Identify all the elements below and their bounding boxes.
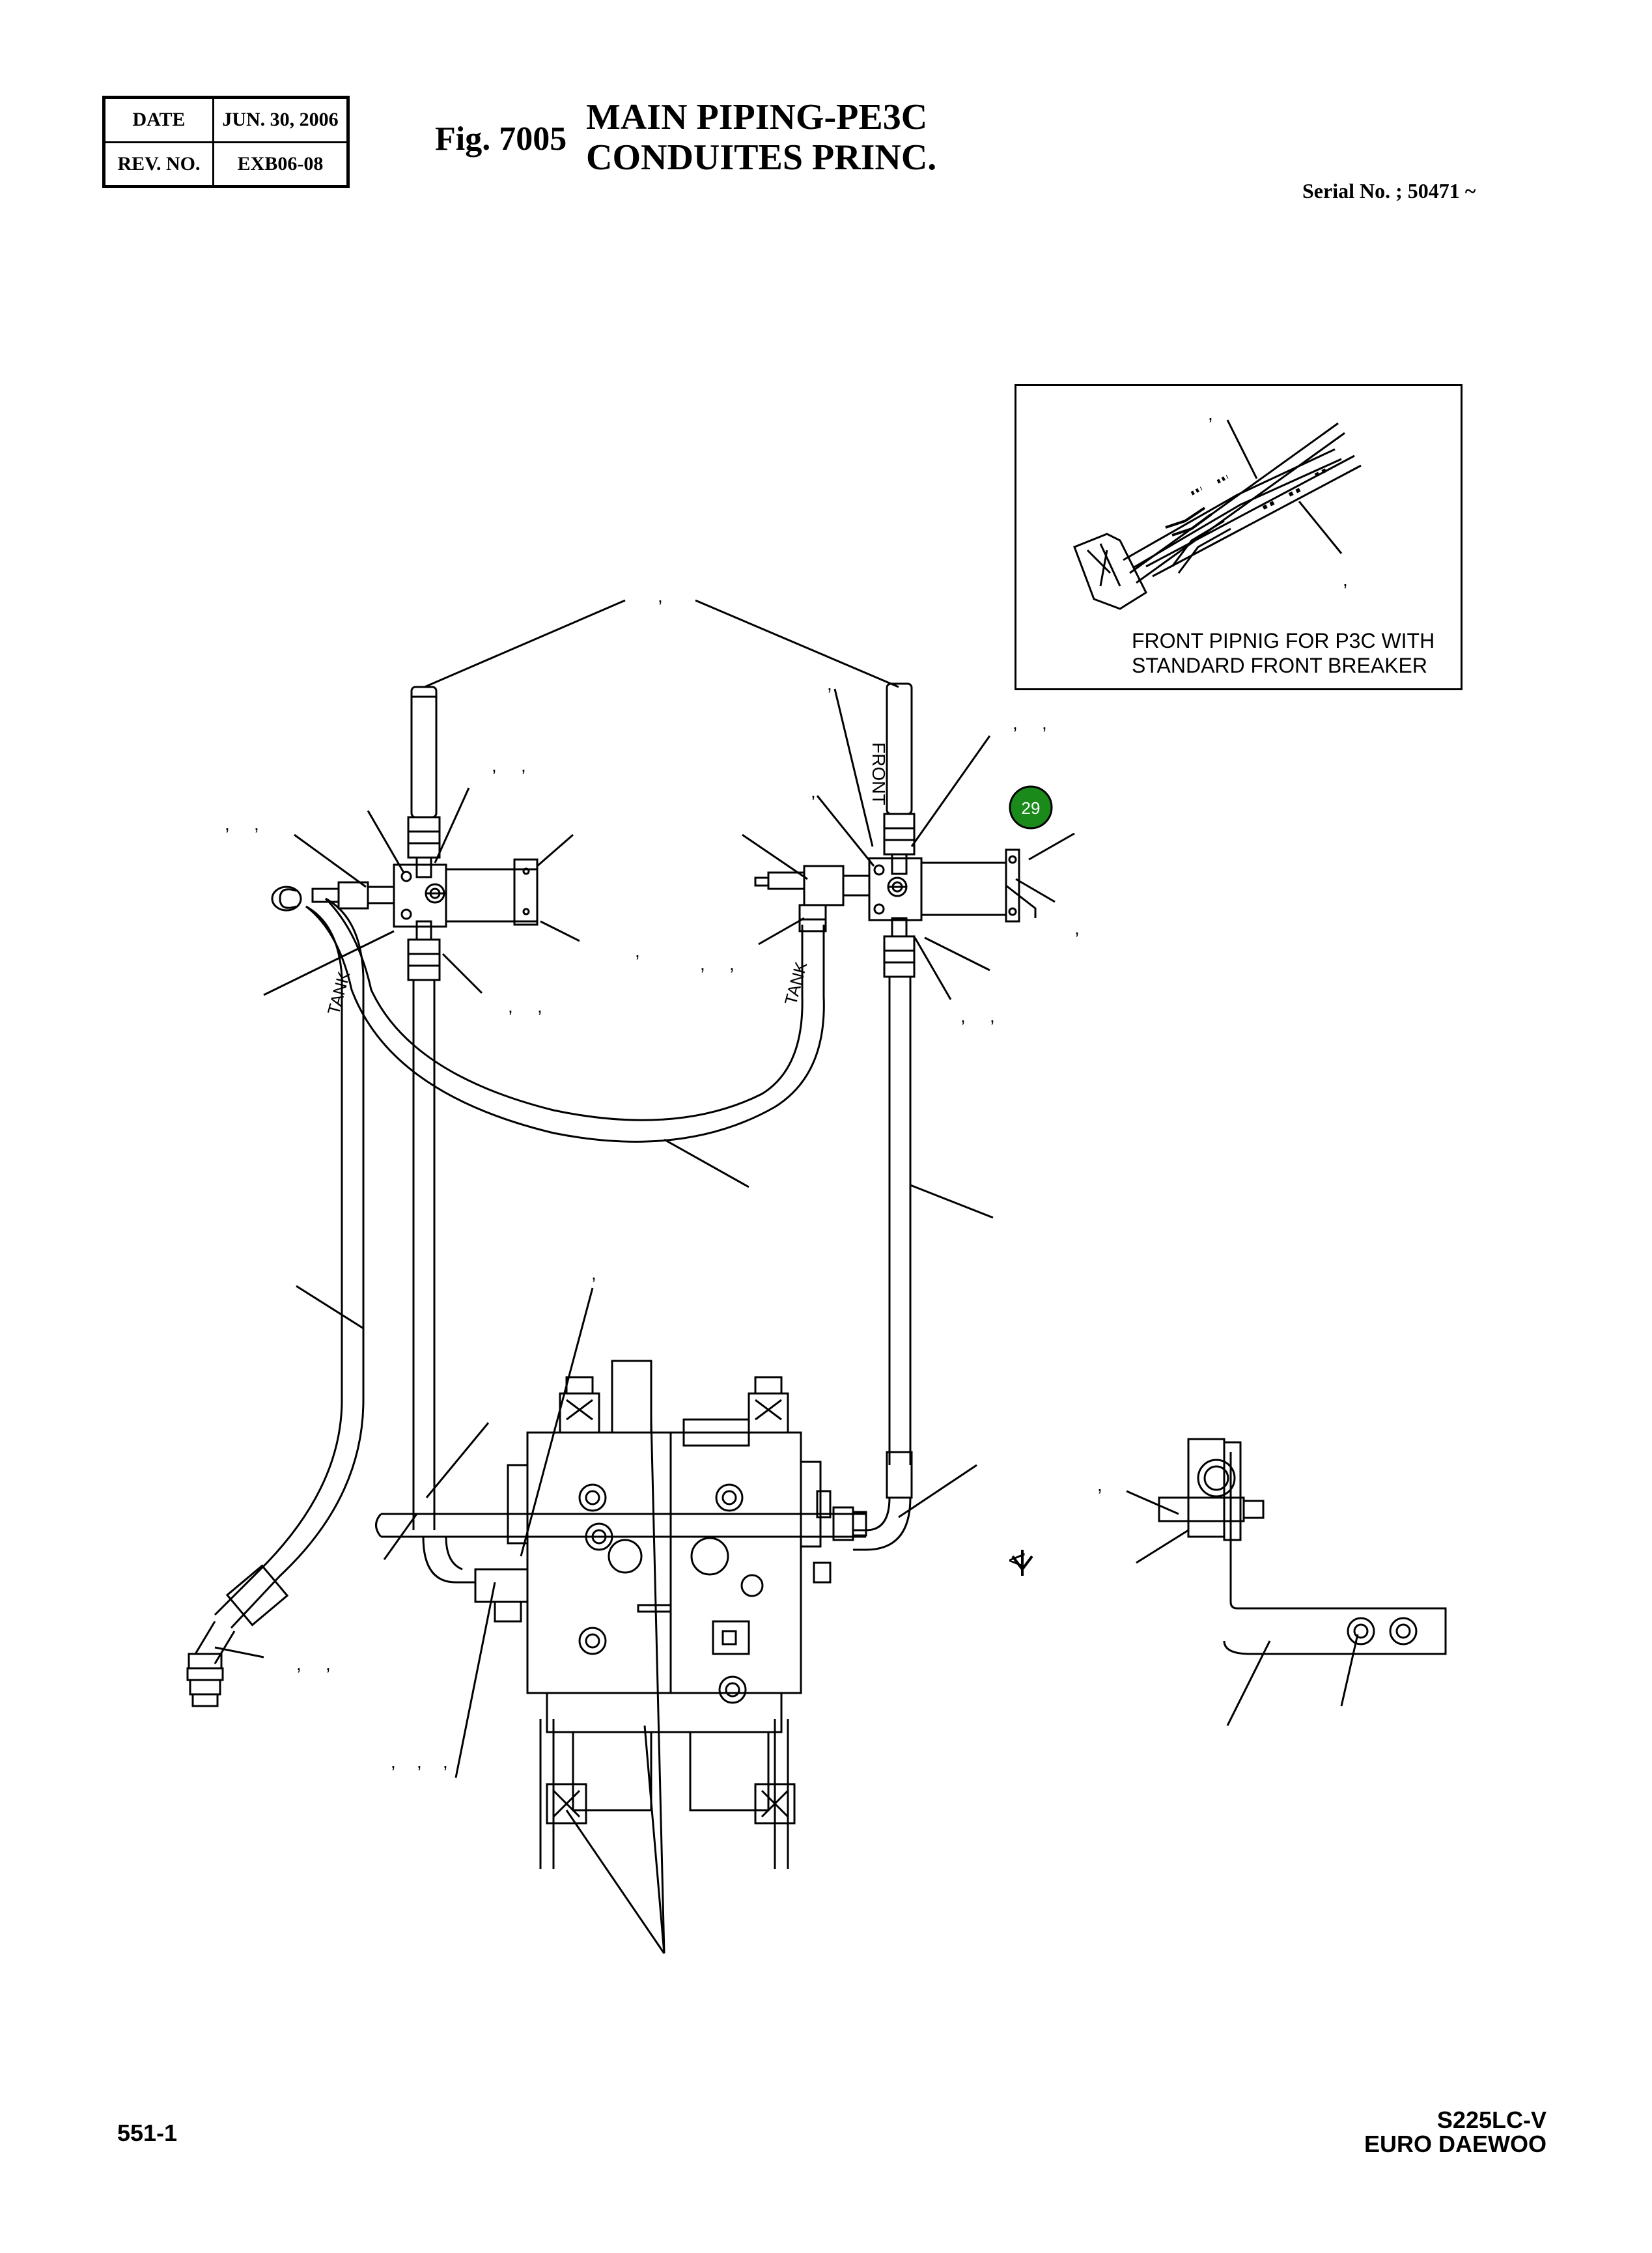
label-tank-right: TANK — [781, 959, 811, 1007]
date-label: DATE — [103, 96, 214, 143]
left-valve-block — [271, 858, 539, 928]
svg-text:,: , — [700, 954, 705, 974]
callout-separators: , , , , , , , , , , , , , , , , , , , , … — [225, 404, 1348, 1772]
svg-text:,: , — [254, 814, 259, 834]
svg-text:,: , — [1013, 713, 1018, 733]
svg-text:,: , — [508, 996, 513, 1016]
callout-29-label: 29 — [1022, 798, 1041, 818]
svg-text:,: , — [537, 996, 542, 1016]
svg-text:,: , — [1074, 918, 1080, 938]
leader-lines — [214, 735, 1359, 1954]
inset-boom-piping — [1073, 419, 1362, 610]
inset-frame — [1015, 384, 1463, 690]
svg-text:,: , — [1343, 570, 1348, 590]
svg-text:,: , — [960, 1006, 966, 1026]
svg-text:,: , — [225, 814, 230, 834]
svg-text:,: , — [417, 1752, 422, 1772]
svg-text:,: , — [391, 1752, 396, 1772]
svg-text:,: , — [443, 1752, 448, 1772]
left-tank-hose — [305, 897, 825, 1143]
label-view: V — [1004, 1553, 1029, 1568]
view-v-bracket — [1011, 1438, 1447, 1655]
top-leaders — [424, 599, 899, 847]
title-english: MAIN PIPING-PE3C — [586, 97, 928, 137]
svg-text:,: , — [521, 755, 526, 776]
brand-name: EURO DAEWOO — [1364, 2131, 1547, 2157]
title-french: CONDUITES PRINC. — [586, 137, 937, 178]
rev-value: EXB06-08 — [212, 141, 349, 188]
figure-number: Fig. 7005 — [435, 120, 567, 158]
rev-label: REV. NO. — [103, 141, 214, 188]
svg-text:,: , — [1097, 1475, 1102, 1495]
label-tank-left: TANK — [324, 969, 354, 1017]
serial-number: Serial No. ; 50471 ~ — [1302, 179, 1476, 203]
svg-text:,: , — [658, 586, 663, 606]
svg-text:,: , — [296, 1654, 301, 1674]
svg-text:,: , — [591, 1263, 596, 1283]
left-long-hose — [186, 897, 365, 1707]
svg-text:,: , — [729, 954, 735, 974]
inset-caption-line2: STANDARD FRONT BREAKER — [1132, 654, 1427, 677]
left-pressure-hose — [407, 686, 441, 1530]
date-value: JUN. 30, 2006 — [212, 96, 349, 143]
inset-caption-line1: FRONT PIPNIG FOR P3C WITH — [1132, 629, 1435, 652]
model-name: S225LC-V — [1436, 2106, 1547, 2133]
svg-text:,: , — [827, 674, 832, 694]
page-number: 551-1 — [117, 2120, 178, 2146]
control-valve-assembly — [375, 1360, 867, 1869]
svg-text:,: , — [635, 941, 640, 961]
svg-text:,: , — [1042, 713, 1047, 733]
callout-29-circle — [1009, 785, 1053, 830]
revision-table: DATE JUN. 30, 2006 REV. NO. EXB06-08 — [102, 96, 350, 188]
svg-text:,: , — [1208, 404, 1213, 424]
svg-text:,: , — [492, 755, 497, 776]
svg-text:,: , — [990, 1006, 995, 1026]
callout-29: 29 — [1009, 785, 1053, 830]
right-valve-block — [754, 848, 1037, 932]
svg-text:,: , — [811, 781, 816, 802]
svg-text:,: , — [326, 1654, 331, 1674]
right-pressure-hose — [853, 682, 916, 1551]
label-front: FRONT — [869, 742, 889, 805]
